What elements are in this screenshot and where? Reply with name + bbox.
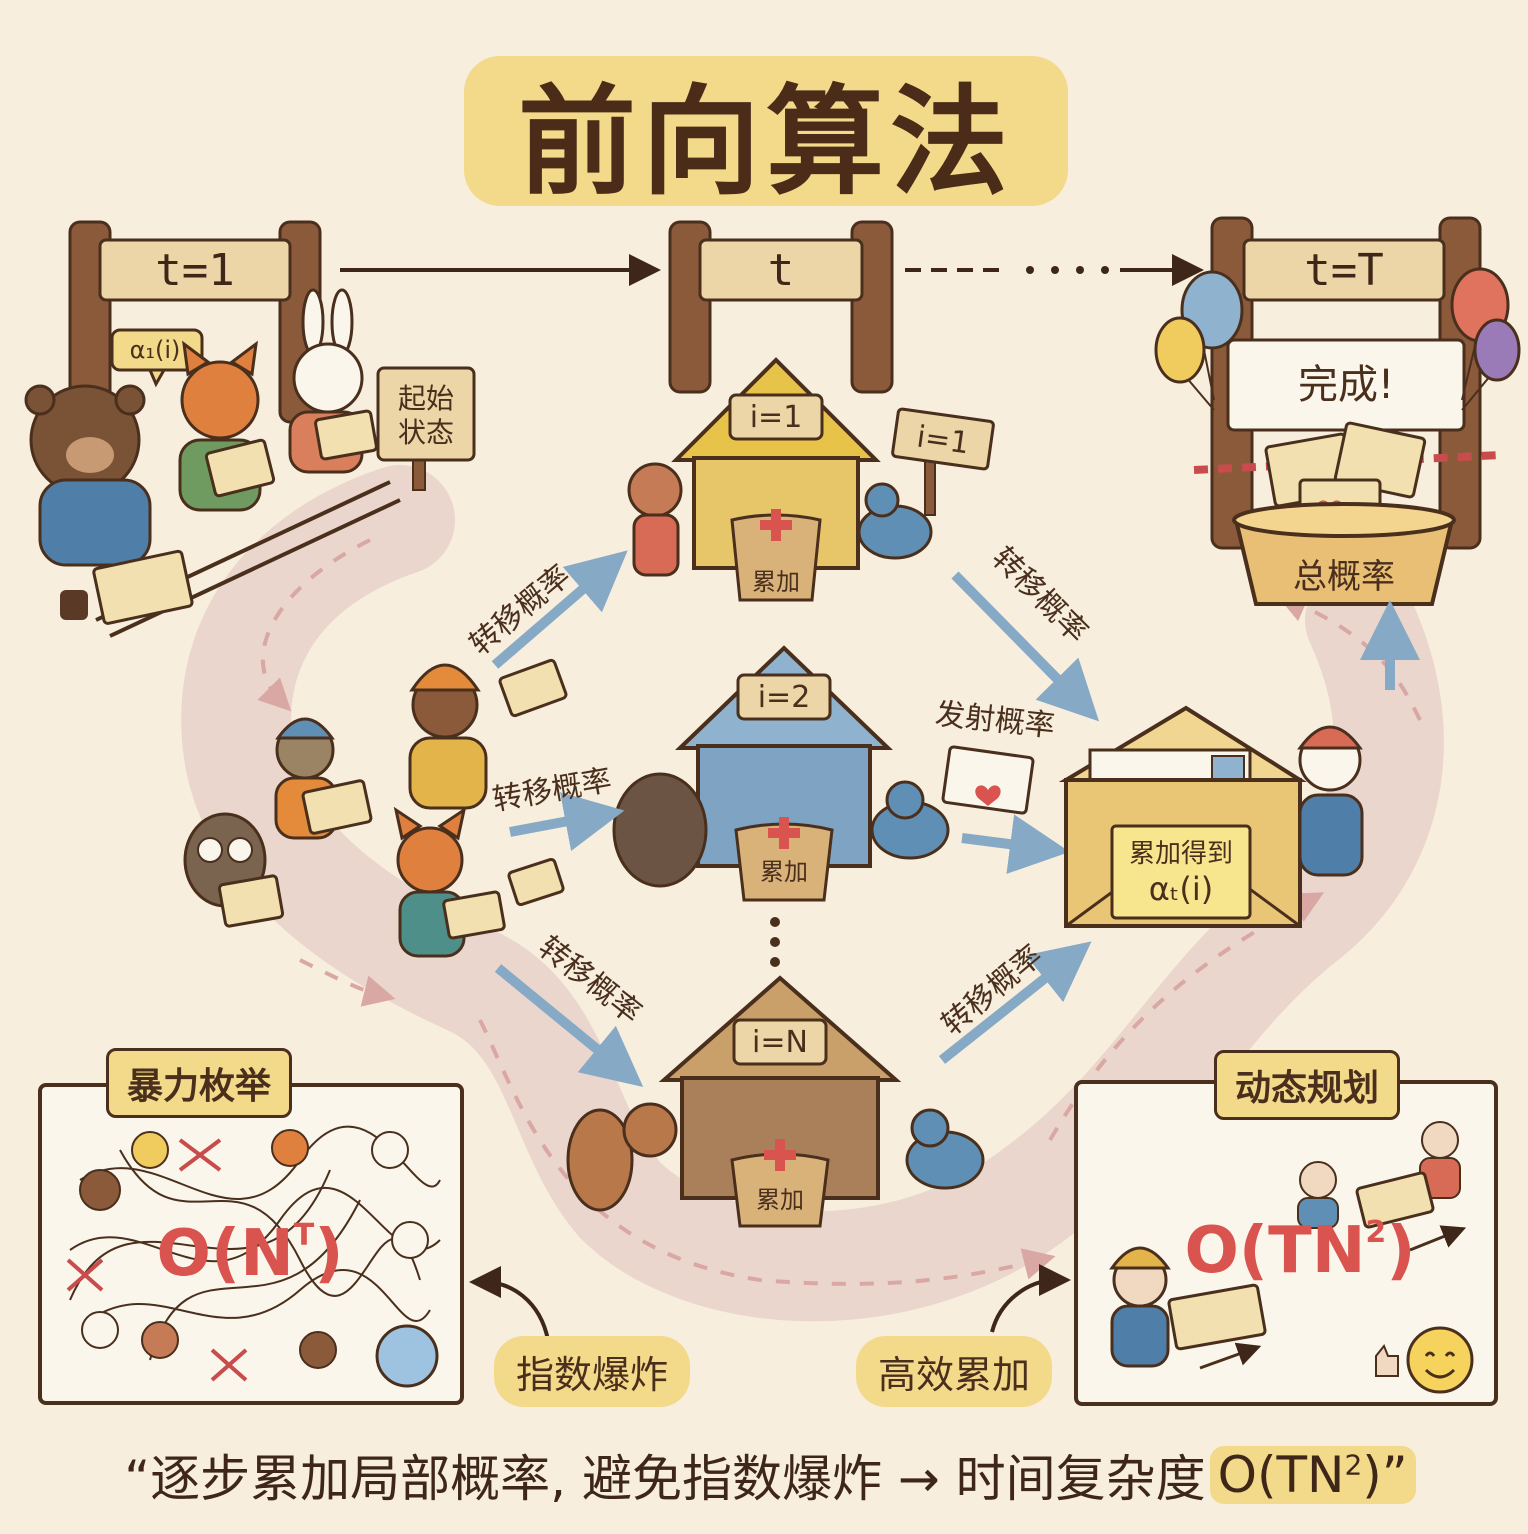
house-2 bbox=[612, 645, 950, 902]
alpha-envelope bbox=[1058, 705, 1364, 928]
gate-middle bbox=[668, 220, 894, 394]
transition-label-2: 转移概率 bbox=[490, 763, 614, 818]
dashed-trail bbox=[299, 958, 396, 1007]
start-sign bbox=[376, 366, 476, 491]
house-n-bag: 累加 bbox=[756, 1186, 804, 1214]
house-1 bbox=[627, 357, 995, 602]
house-2-label: i=2 bbox=[758, 680, 811, 715]
envelope-note-line-2: αₜ(i) bbox=[1149, 870, 1213, 908]
brute-force-label: 暴力枚举 bbox=[106, 1048, 293, 1118]
gate-middle-label: t bbox=[767, 244, 795, 296]
basket-label: 总概率 bbox=[1293, 557, 1395, 597]
emission-label: 发射概率 bbox=[933, 697, 1056, 744]
efficient-pill: 高效累加 bbox=[856, 1336, 1053, 1407]
house-1-bag: 累加 bbox=[752, 568, 800, 596]
left-animals bbox=[183, 658, 568, 958]
summary-slogan: “逐步累加局部概率, 避免指数爆炸 → 时间复杂度 O(TN2)” bbox=[70, 1440, 1470, 1510]
dashed-trail bbox=[1275, 591, 1422, 721]
dynamic-panel bbox=[1074, 1080, 1498, 1406]
ellipsis-dots bbox=[770, 917, 780, 967]
house-n-label: i=N bbox=[752, 1025, 808, 1060]
gate-start-label: t=1 bbox=[155, 244, 235, 296]
house-2-bag: 累加 bbox=[760, 858, 808, 886]
house-1-post: i=1 bbox=[914, 420, 971, 462]
gate-end-label: t=T bbox=[1304, 244, 1384, 296]
transition-label-4: 转移概率 bbox=[985, 541, 1095, 651]
slogan-formula: O(TN2)” bbox=[1209, 1446, 1416, 1504]
dashed-trail bbox=[257, 538, 371, 712]
page-title: 前向算法 bbox=[517, 72, 1014, 211]
house-n bbox=[566, 975, 985, 1228]
start-sign-line-1: 起始 bbox=[398, 382, 454, 415]
probability-basket bbox=[1232, 421, 1456, 606]
emission-letter-icon bbox=[941, 745, 1035, 815]
exponential-pill: 指数爆炸 bbox=[494, 1336, 691, 1407]
finish-banner: 完成! bbox=[1298, 362, 1394, 408]
envelope-note-line-1: 累加得到 bbox=[1129, 839, 1233, 869]
dashed-trail bbox=[478, 1019, 1056, 1286]
title-banner: 前向算法 bbox=[464, 56, 1068, 211]
dynamic-formula: O(TN2) bbox=[1185, 1214, 1416, 1288]
alpha-bubble: α₁(i) bbox=[130, 336, 181, 364]
brute-force-panel bbox=[38, 1083, 464, 1405]
slogan-text: “逐步累加局部概率, 避免指数爆炸 → 时间复杂度 bbox=[124, 1450, 1206, 1508]
start-sign-line-2: 状态 bbox=[398, 416, 454, 449]
dynamic-label: 动态规划 bbox=[1214, 1050, 1401, 1120]
brute-force-formula: O(NT) bbox=[157, 1217, 344, 1291]
house-1-label: i=1 bbox=[750, 400, 803, 435]
start-animals bbox=[24, 288, 378, 625]
balloons-icon bbox=[1154, 267, 1521, 411]
